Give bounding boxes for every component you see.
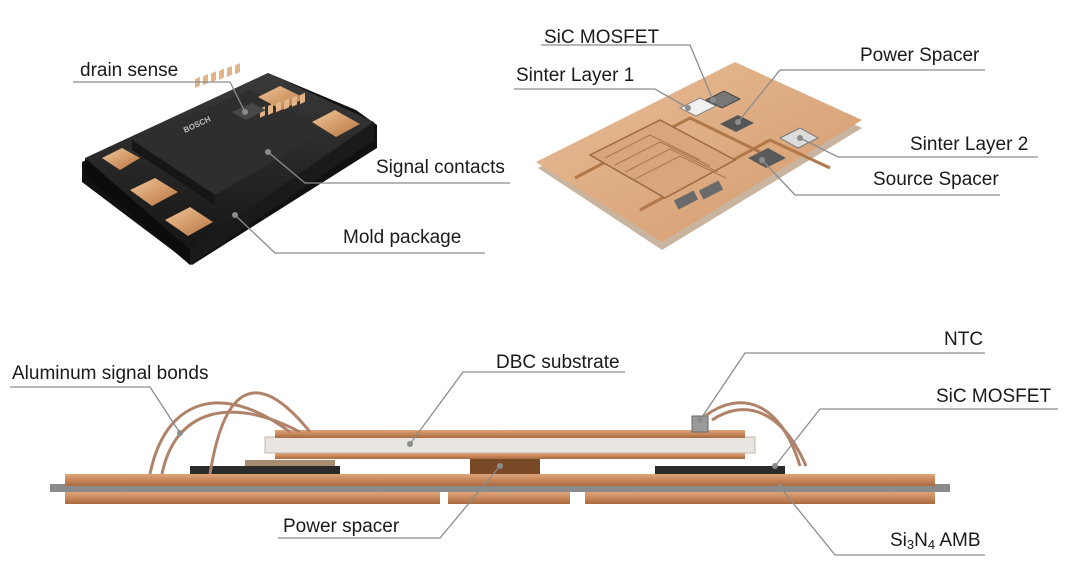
amb-bottom-copper-right xyxy=(585,492,935,504)
label-aluminum-signal-bonds: Aluminum signal bonds xyxy=(12,363,209,384)
label-sic-mosfet-top: SiC MOSFET xyxy=(544,27,660,48)
gate-circuit-area xyxy=(588,119,737,199)
aluminum-signal-bond-wires xyxy=(148,391,808,475)
dbc-ceramic xyxy=(264,436,756,454)
mold-top xyxy=(132,90,330,195)
leader-si3n4-amb xyxy=(779,486,985,556)
leader-sinter-layer-1 xyxy=(514,88,689,109)
leader-ntc xyxy=(699,352,985,421)
mold-package-illustration: BOSCH xyxy=(82,63,377,265)
package-pad xyxy=(312,110,360,137)
leader-lines xyxy=(10,44,1058,556)
small-chip xyxy=(673,190,699,210)
mold-top-side xyxy=(132,140,215,205)
sinter-layer-1-patch xyxy=(678,97,718,117)
package-pad xyxy=(102,148,140,170)
leader-sic-mosfet-bottom xyxy=(774,408,1058,467)
substrate-illustration xyxy=(536,62,862,250)
leader-dots xyxy=(177,97,803,490)
label-dbc-substrate: DBC substrate xyxy=(496,352,620,373)
leader-power-spacer xyxy=(737,69,985,123)
amb-ceramic-layer xyxy=(50,484,950,492)
label-sic-mosfet-bottom: SiC MOSFET xyxy=(936,386,1052,407)
leader-sic-mosfet-top xyxy=(541,44,714,101)
package-pad xyxy=(130,178,178,206)
power-spacer-block xyxy=(470,456,540,474)
leader-mold-package xyxy=(234,214,485,254)
amb-top-copper xyxy=(65,474,935,486)
source-spacer-left xyxy=(245,460,335,466)
package-side-left xyxy=(85,158,190,265)
gate-traces xyxy=(604,134,727,180)
sic-mosfet-die-left xyxy=(190,466,340,474)
drain-sense-contact xyxy=(232,103,266,120)
sic-mosfet-chip xyxy=(704,90,742,109)
amb-bottom-copper-left xyxy=(65,492,440,504)
source-spacer-block xyxy=(748,148,786,168)
leader-drain-sense xyxy=(73,81,246,113)
label-source-spacer: Source Spacer xyxy=(873,169,999,190)
leader-dbc-substrate xyxy=(409,371,625,445)
small-chip xyxy=(698,180,724,200)
amb-bottom-copper-mid xyxy=(448,492,570,504)
dbc-top-copper xyxy=(275,430,745,438)
leader-source-spacer xyxy=(761,159,1000,196)
package-pad xyxy=(165,207,213,236)
label-mold-package: Mold package xyxy=(343,227,462,248)
label-sinter-layer-2: Sinter Layer 2 xyxy=(910,134,1029,155)
label-signal-contacts: Signal contacts xyxy=(376,157,505,178)
leader-power-spacer-bottom xyxy=(278,465,501,539)
label-si3n4-amb: Si3N4 AMB xyxy=(890,530,981,552)
label-sinter-layer-1: Sinter Layer 1 xyxy=(516,65,635,86)
label-power-spacer: Power Spacer xyxy=(860,45,980,66)
cross-section-illustration xyxy=(50,391,950,504)
package-side-right xyxy=(190,122,374,265)
leader-aluminum-signal-bonds xyxy=(10,386,181,434)
label-drain-sense: drain sense xyxy=(80,60,179,81)
sic-mosfet-die-right xyxy=(655,466,785,474)
label-ntc: NTC xyxy=(944,329,984,350)
leader-sinter-layer-2 xyxy=(799,137,1038,158)
label-power-spacer-bottom: Power spacer xyxy=(283,516,400,537)
ntc-component xyxy=(691,415,709,433)
leader-signal-contacts xyxy=(267,151,510,184)
dbc-bottom-copper xyxy=(275,453,745,459)
